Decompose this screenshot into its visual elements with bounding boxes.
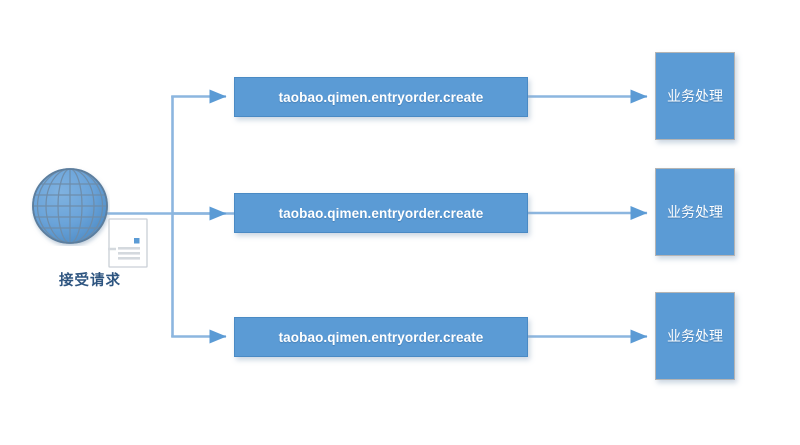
process-node-2-label: 业务处理 (667, 204, 723, 220)
globe-icon (32, 168, 108, 244)
api-node-1[interactable]: taobao.qimen.entryorder.create (234, 77, 528, 117)
process-node-3[interactable]: 业务处理 (655, 292, 735, 380)
api-node-3-label: taobao.qimen.entryorder.create (278, 329, 484, 345)
process-node-1[interactable]: 业务处理 (655, 52, 735, 140)
source-label: 接受请求 (59, 273, 121, 289)
api-node-2[interactable]: taobao.qimen.entryorder.create (234, 193, 528, 233)
process-node-1-label: 业务处理 (667, 88, 723, 104)
process-node-2[interactable]: 业务处理 (655, 168, 735, 256)
api-node-3[interactable]: taobao.qimen.entryorder.create (234, 317, 528, 357)
process-node-3-label: 业务处理 (667, 328, 723, 344)
api-node-1-label: taobao.qimen.entryorder.create (278, 89, 484, 105)
document-icon (108, 218, 148, 268)
api-node-2-label: taobao.qimen.entryorder.create (278, 205, 484, 221)
